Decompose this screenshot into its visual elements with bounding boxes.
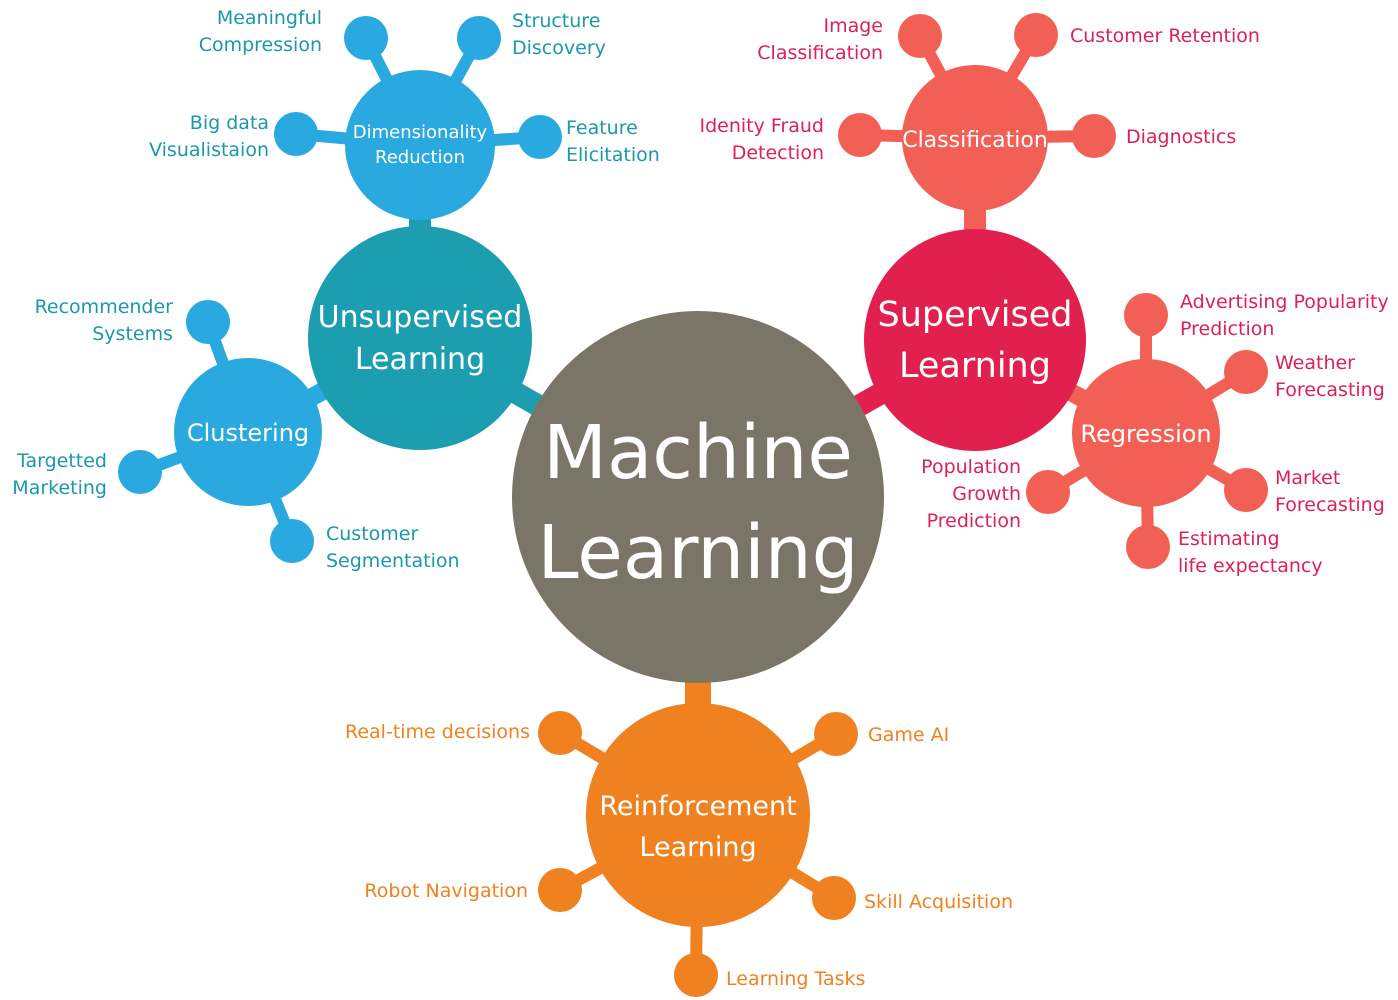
leaf-dot-advertising [1124, 293, 1168, 337]
leaf-dot-feature [518, 115, 562, 159]
leaf-dot-recommender [186, 300, 230, 344]
leaf-labels-reinforcement: Real-time decisions Game AI Robot Naviga… [345, 721, 1013, 990]
leaf-life-label-2: life expectancy [1178, 555, 1323, 577]
leaf-learningtasks-label: Learning Tasks [726, 968, 865, 990]
leaf-targetted-label-2: Marketing [12, 477, 107, 499]
leaf-market-label-1: Market [1275, 467, 1340, 489]
leaf-meaningful-label-2: Compression [199, 34, 322, 56]
leaf-realtime-label: Real-time decisions [345, 721, 530, 743]
node-reinforcement-label-2: Learning [639, 832, 756, 863]
node-clustering-circle [174, 358, 322, 506]
node-supervised-label-1: Supervised [878, 295, 1073, 335]
node-reinforcement: Reinforcement Learning [586, 703, 810, 927]
leaf-skill-label: Skill Acquisition [864, 891, 1013, 913]
node-regression: Regression [1072, 359, 1220, 507]
node-regression-circle [1072, 359, 1220, 507]
leaf-fraud-label-1: Idenity Fraud [699, 115, 824, 137]
leaf-structure-label-2: Discovery [512, 37, 606, 59]
leaf-market-label-2: Forecasting [1275, 494, 1385, 516]
node-supervised: Supervised Learning [864, 229, 1086, 451]
node-clustering: Clustering [174, 358, 322, 506]
node-dimensionality: Dimensionality Reduction [345, 70, 495, 220]
leaf-weather-label-2: Forecasting [1275, 379, 1385, 401]
leaf-bigdata-label-1: Big data [190, 112, 269, 134]
node-classification-label: Classification [902, 128, 1048, 153]
leaf-bigdata-label-2: Visualistaion [149, 139, 269, 161]
leaf-dot-targetted [118, 450, 162, 494]
leaf-dot-gameai [814, 712, 858, 756]
node-center-circle [512, 311, 884, 683]
leaf-dot-life [1126, 525, 1170, 569]
node-classification: Classification [902, 65, 1048, 211]
leaf-population-label-2: Growth [952, 483, 1021, 505]
node-clustering-label: Clustering [187, 419, 309, 447]
leaf-dot-bigdata [274, 112, 318, 156]
leaf-meaningful-label-1: Meaningful [217, 7, 322, 29]
leaf-labels-supervised: Image Classification Customer Retention … [699, 15, 1388, 577]
leaf-advertising-label-2: Prediction [1180, 318, 1274, 340]
node-unsupervised-label-2: Learning [355, 342, 485, 377]
leaf-segmentation-label-1: Customer [326, 523, 418, 545]
leaf-diagnostics-label-1: Diagnostics [1126, 126, 1236, 148]
leaf-weather-label-1: Weather [1275, 352, 1355, 374]
node-unsupervised-label-1: Unsupervised [318, 300, 523, 335]
leaf-fraud-label-2: Detection [732, 142, 824, 164]
leaf-image-label-2: Classification [757, 42, 883, 64]
leaf-life-label-1: Estimating [1178, 528, 1280, 550]
node-unsupervised: Unsupervised Learning [308, 226, 532, 450]
node-reinforcement-circle [586, 703, 810, 927]
leaf-dot-robot [538, 868, 582, 912]
leaf-feature-label-2: Elicitation [566, 144, 660, 166]
leaf-feature-label-1: Feature [566, 117, 638, 139]
leaf-dot-realtime [538, 711, 582, 755]
node-center: Machine Learning [512, 311, 884, 683]
leaf-gameai-label: Game AI [868, 724, 949, 746]
node-reinforcement-label-1: Reinforcement [599, 791, 796, 822]
leaf-population-label-3: Prediction [927, 510, 1021, 532]
node-supervised-circle [864, 229, 1086, 451]
leaf-dot-meaningful [344, 16, 388, 60]
leaf-dot-image [898, 14, 942, 58]
leaf-robot-label: Robot Navigation [364, 880, 528, 902]
node-dimensionality-label-2: Reduction [375, 147, 465, 168]
leaf-retention-label-1: Customer Retention [1070, 25, 1260, 47]
node-dimensionality-circle [345, 70, 495, 220]
leaf-recommender-label-1: Recommender [35, 296, 174, 318]
node-dimensionality-label-1: Dimensionality [353, 122, 488, 143]
leaf-population-label-1: Population [921, 456, 1021, 478]
leaf-dot-retention [1014, 13, 1058, 57]
leaf-dots [118, 13, 1268, 997]
leaf-dot-learningtasks [674, 953, 718, 997]
node-classification-circle [902, 65, 1048, 211]
node-center-label-2: Learning [537, 510, 858, 596]
leaf-dot-diagnostics [1072, 114, 1116, 158]
leaf-dot-skill [812, 876, 856, 920]
node-supervised-label-2: Learning [899, 346, 1051, 386]
leaf-advertising-label-1: Advertising Popularity [1180, 291, 1389, 313]
leaf-dot-segmentation [270, 519, 314, 563]
leaf-dot-market [1224, 468, 1268, 512]
leaf-dot-population [1026, 470, 1070, 514]
leaf-targetted-label-1: Targetted [16, 450, 107, 472]
leaf-segmentation-label-2: Segmentation [326, 550, 460, 572]
leaf-image-label-1: Image [823, 15, 883, 37]
node-unsupervised-circle [308, 226, 532, 450]
leaf-dot-structure [457, 16, 501, 60]
leaf-labels-unsupervised: Meaningful Compression Structure Discove… [12, 7, 659, 572]
leaf-recommender-label-2: Systems [92, 323, 173, 345]
leaf-dot-weather [1224, 350, 1268, 394]
node-regression-label: Regression [1080, 420, 1211, 448]
node-center-label-1: Machine [543, 410, 853, 496]
leaf-dot-fraud [838, 113, 882, 157]
leaf-structure-label-1: Structure [512, 10, 600, 32]
